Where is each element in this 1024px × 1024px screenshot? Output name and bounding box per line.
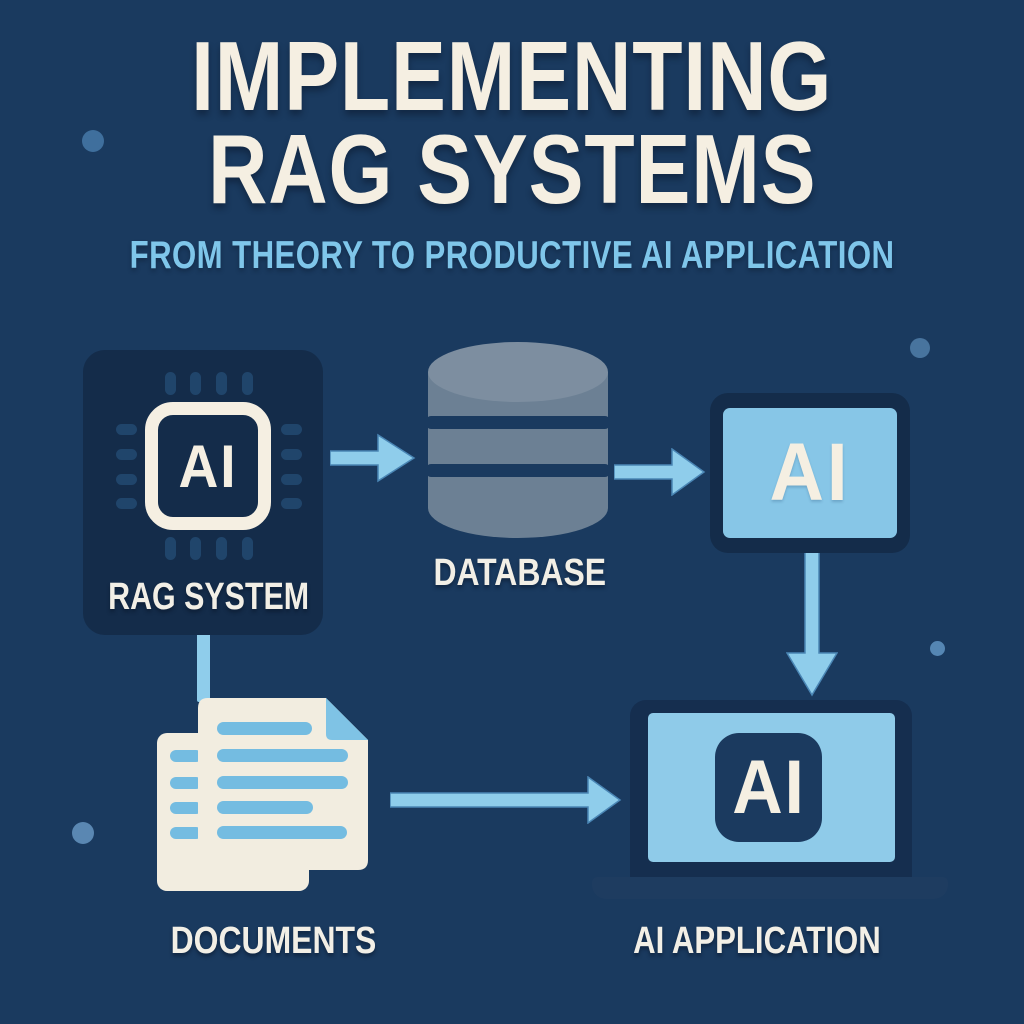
ai-application-label: AI APPLICATION <box>633 920 881 962</box>
tablet-screen: AI <box>723 408 897 538</box>
chip-pin <box>190 372 201 395</box>
arrow-right-icon <box>330 433 416 483</box>
laptop-ai-text: AI <box>731 745 806 830</box>
chip-ai-text: AI <box>178 432 238 500</box>
chip-pin <box>242 372 253 395</box>
arrow-right-icon <box>390 776 622 824</box>
connector-rag-to-documents <box>197 632 210 702</box>
decorative-dot <box>930 641 945 656</box>
laptop-ai-badge: AI <box>715 733 822 842</box>
chip-pin <box>190 537 201 560</box>
chip-pin <box>165 537 176 560</box>
database-label: DATABASE <box>433 552 607 594</box>
chip-pin <box>281 449 302 460</box>
ai-application-node: AI <box>592 700 948 899</box>
page-title-line1: IMPLEMENTING <box>191 21 833 131</box>
chip-pin <box>116 449 137 460</box>
chip-pin <box>281 424 302 435</box>
documents-label: DOCUMENTS <box>170 920 376 962</box>
arrow-down-icon <box>786 551 838 697</box>
decorative-dot <box>72 822 94 844</box>
rag-system-node: AI RAG SYSTEM <box>83 350 323 635</box>
decorative-dot <box>910 338 930 358</box>
chip-pin <box>281 498 302 509</box>
chip-pin <box>242 537 253 560</box>
documents-icon <box>157 698 368 891</box>
database-icon <box>428 342 608 538</box>
chip-pin <box>216 372 227 395</box>
arrow-right-icon <box>614 448 706 496</box>
ai-chip-icon: AI <box>145 402 271 530</box>
chip-pin <box>116 424 137 435</box>
chip-pin <box>216 537 227 560</box>
chip-pin <box>281 474 302 485</box>
rag-system-label: RAG SYSTEM <box>108 576 310 618</box>
tablet-ai-text: AI <box>769 427 851 518</box>
chip-pin <box>165 372 176 395</box>
ai-screen-node: AI <box>710 393 910 553</box>
laptop-base <box>592 877 948 899</box>
chip-pin <box>116 474 137 485</box>
chip-pin <box>116 498 137 509</box>
page-title-line2: RAG SYSTEMS <box>207 114 817 224</box>
decorative-dot <box>82 130 104 152</box>
page-subtitle: FROM THEORY TO PRODUCTIVE AI APPLICATION <box>129 234 895 277</box>
page-title: IMPLEMENTING RAG SYSTEMS <box>0 21 1024 224</box>
